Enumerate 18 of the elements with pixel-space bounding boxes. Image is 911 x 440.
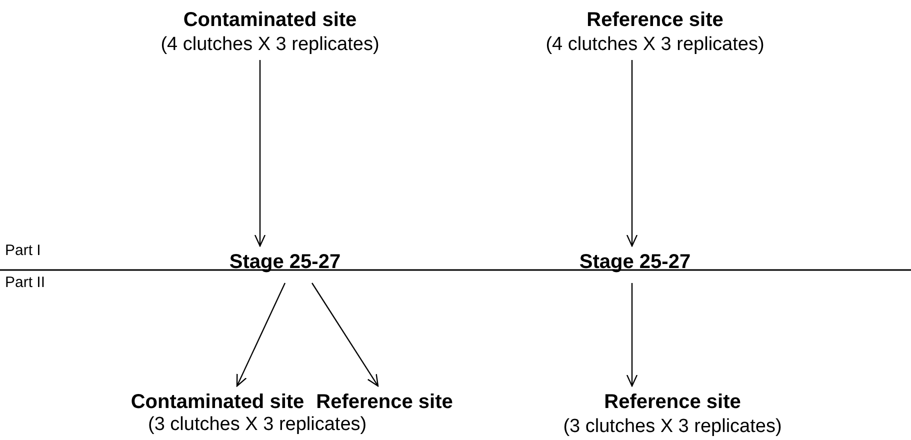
part-label: Part I — [5, 242, 41, 259]
arrow — [626, 60, 638, 247]
arrow — [312, 282, 379, 387]
site-details: (4 clutches X 3 replicates) — [160, 34, 380, 56]
site-details: (4 clutches X 3 replicates) — [544, 34, 766, 56]
site-heading: Reference site — [586, 8, 724, 32]
stage-label: Stage 25-27 — [228, 250, 342, 274]
site-details: (3 clutches X 3 replicates) — [562, 416, 783, 438]
site-heading: Contaminated site — [130, 390, 306, 414]
arrow — [254, 60, 266, 247]
arrow — [626, 283, 638, 387]
site-heading: Contaminated site — [182, 8, 358, 32]
site-heading: Reference site — [603, 390, 742, 414]
arrow — [236, 282, 286, 387]
stage-label: Stage 25-27 — [578, 250, 692, 274]
site-heading: Reference site — [315, 390, 454, 414]
part-label: Part II — [5, 274, 46, 291]
site-details: (3 clutches X 3 replicates) — [148, 414, 367, 436]
